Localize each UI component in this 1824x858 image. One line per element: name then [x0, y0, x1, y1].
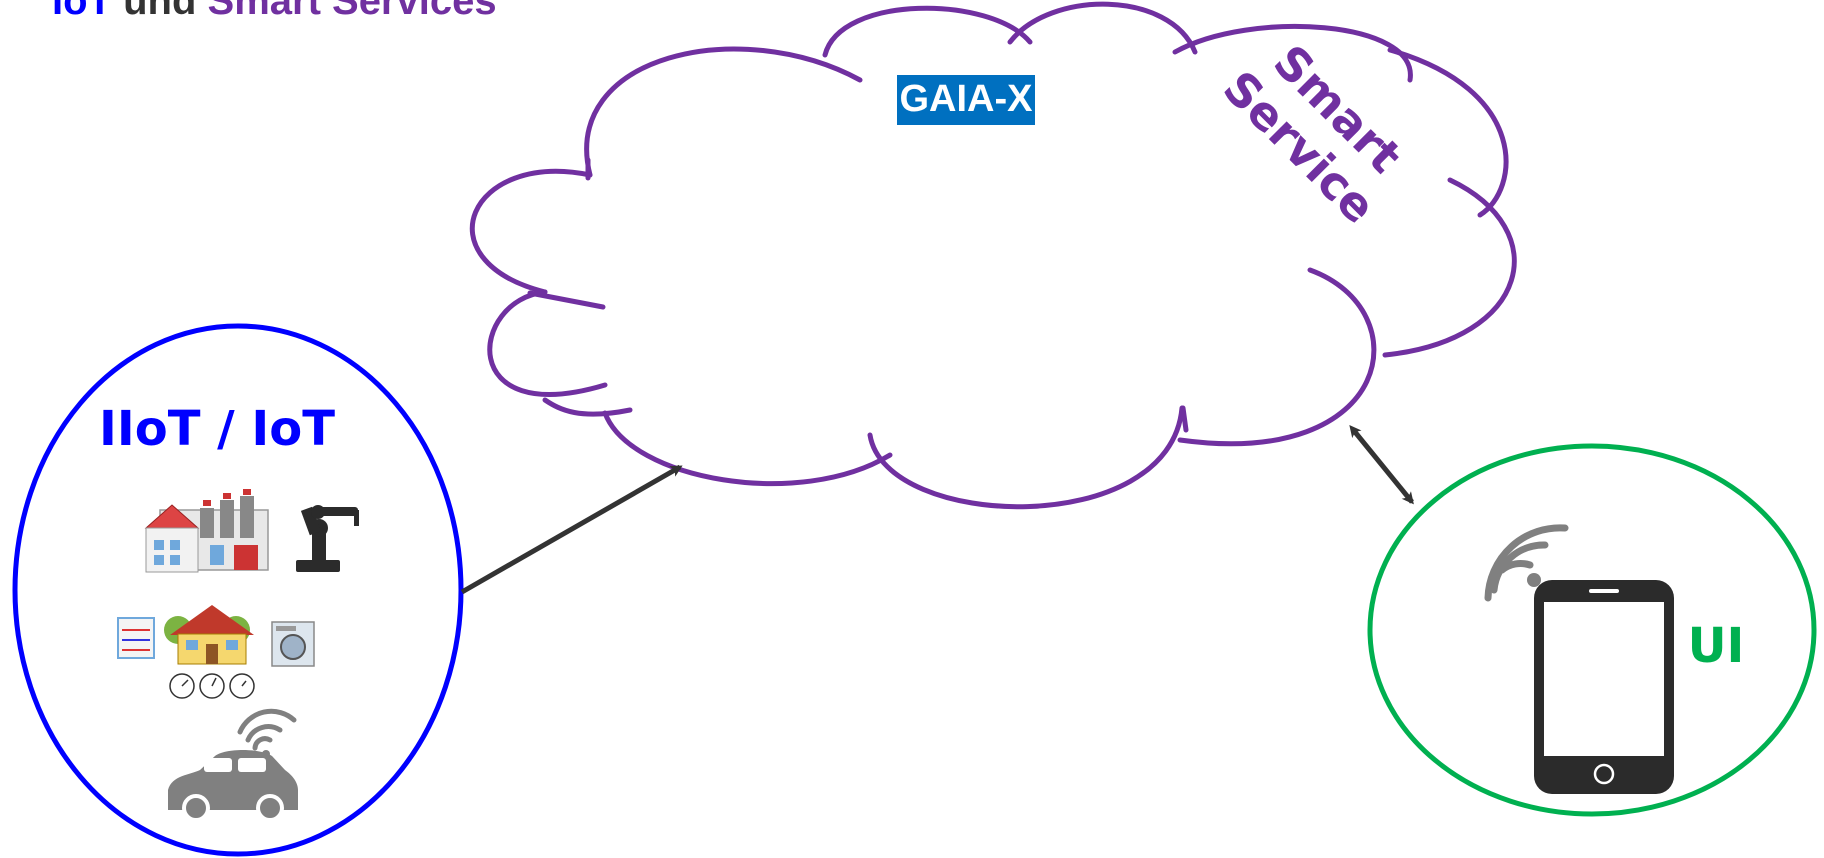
gaia-x-badge: [897, 75, 1035, 125]
wifi-dot: [1527, 573, 1541, 587]
gaia-x-label: GAIA-X: [900, 78, 1034, 120]
arrow-cloud-ui: [1349, 425, 1414, 505]
page-title: IoT und Smart Services: [52, 0, 497, 23]
smartphone-icon: [1534, 580, 1674, 794]
meters-icon: [169, 673, 255, 699]
wifi-signal-icon: [1484, 524, 1569, 602]
house-icon: [164, 605, 254, 665]
connected-car-icon: [168, 708, 298, 822]
title-und: und: [112, 0, 208, 23]
cloud-inner-arcs: [527, 157, 1189, 433]
cloud-shape: [469, 1, 1517, 510]
iot-label: IIoT / IoT: [99, 401, 335, 457]
washing-machine-icon: [271, 621, 315, 667]
smart-service-label: Smart Service: [1213, 34, 1412, 233]
arrow-iot-to-cloud: [460, 464, 683, 595]
robot-arm-icon: [296, 505, 359, 572]
ui-label: UI: [1688, 618, 1745, 674]
heat-pump-icon: [117, 617, 155, 659]
title-iot: IoT: [52, 0, 112, 23]
ui-ellipse: [1367, 443, 1817, 817]
title-smart-services: Smart Services: [208, 0, 497, 23]
factory-icon: [144, 489, 269, 573]
